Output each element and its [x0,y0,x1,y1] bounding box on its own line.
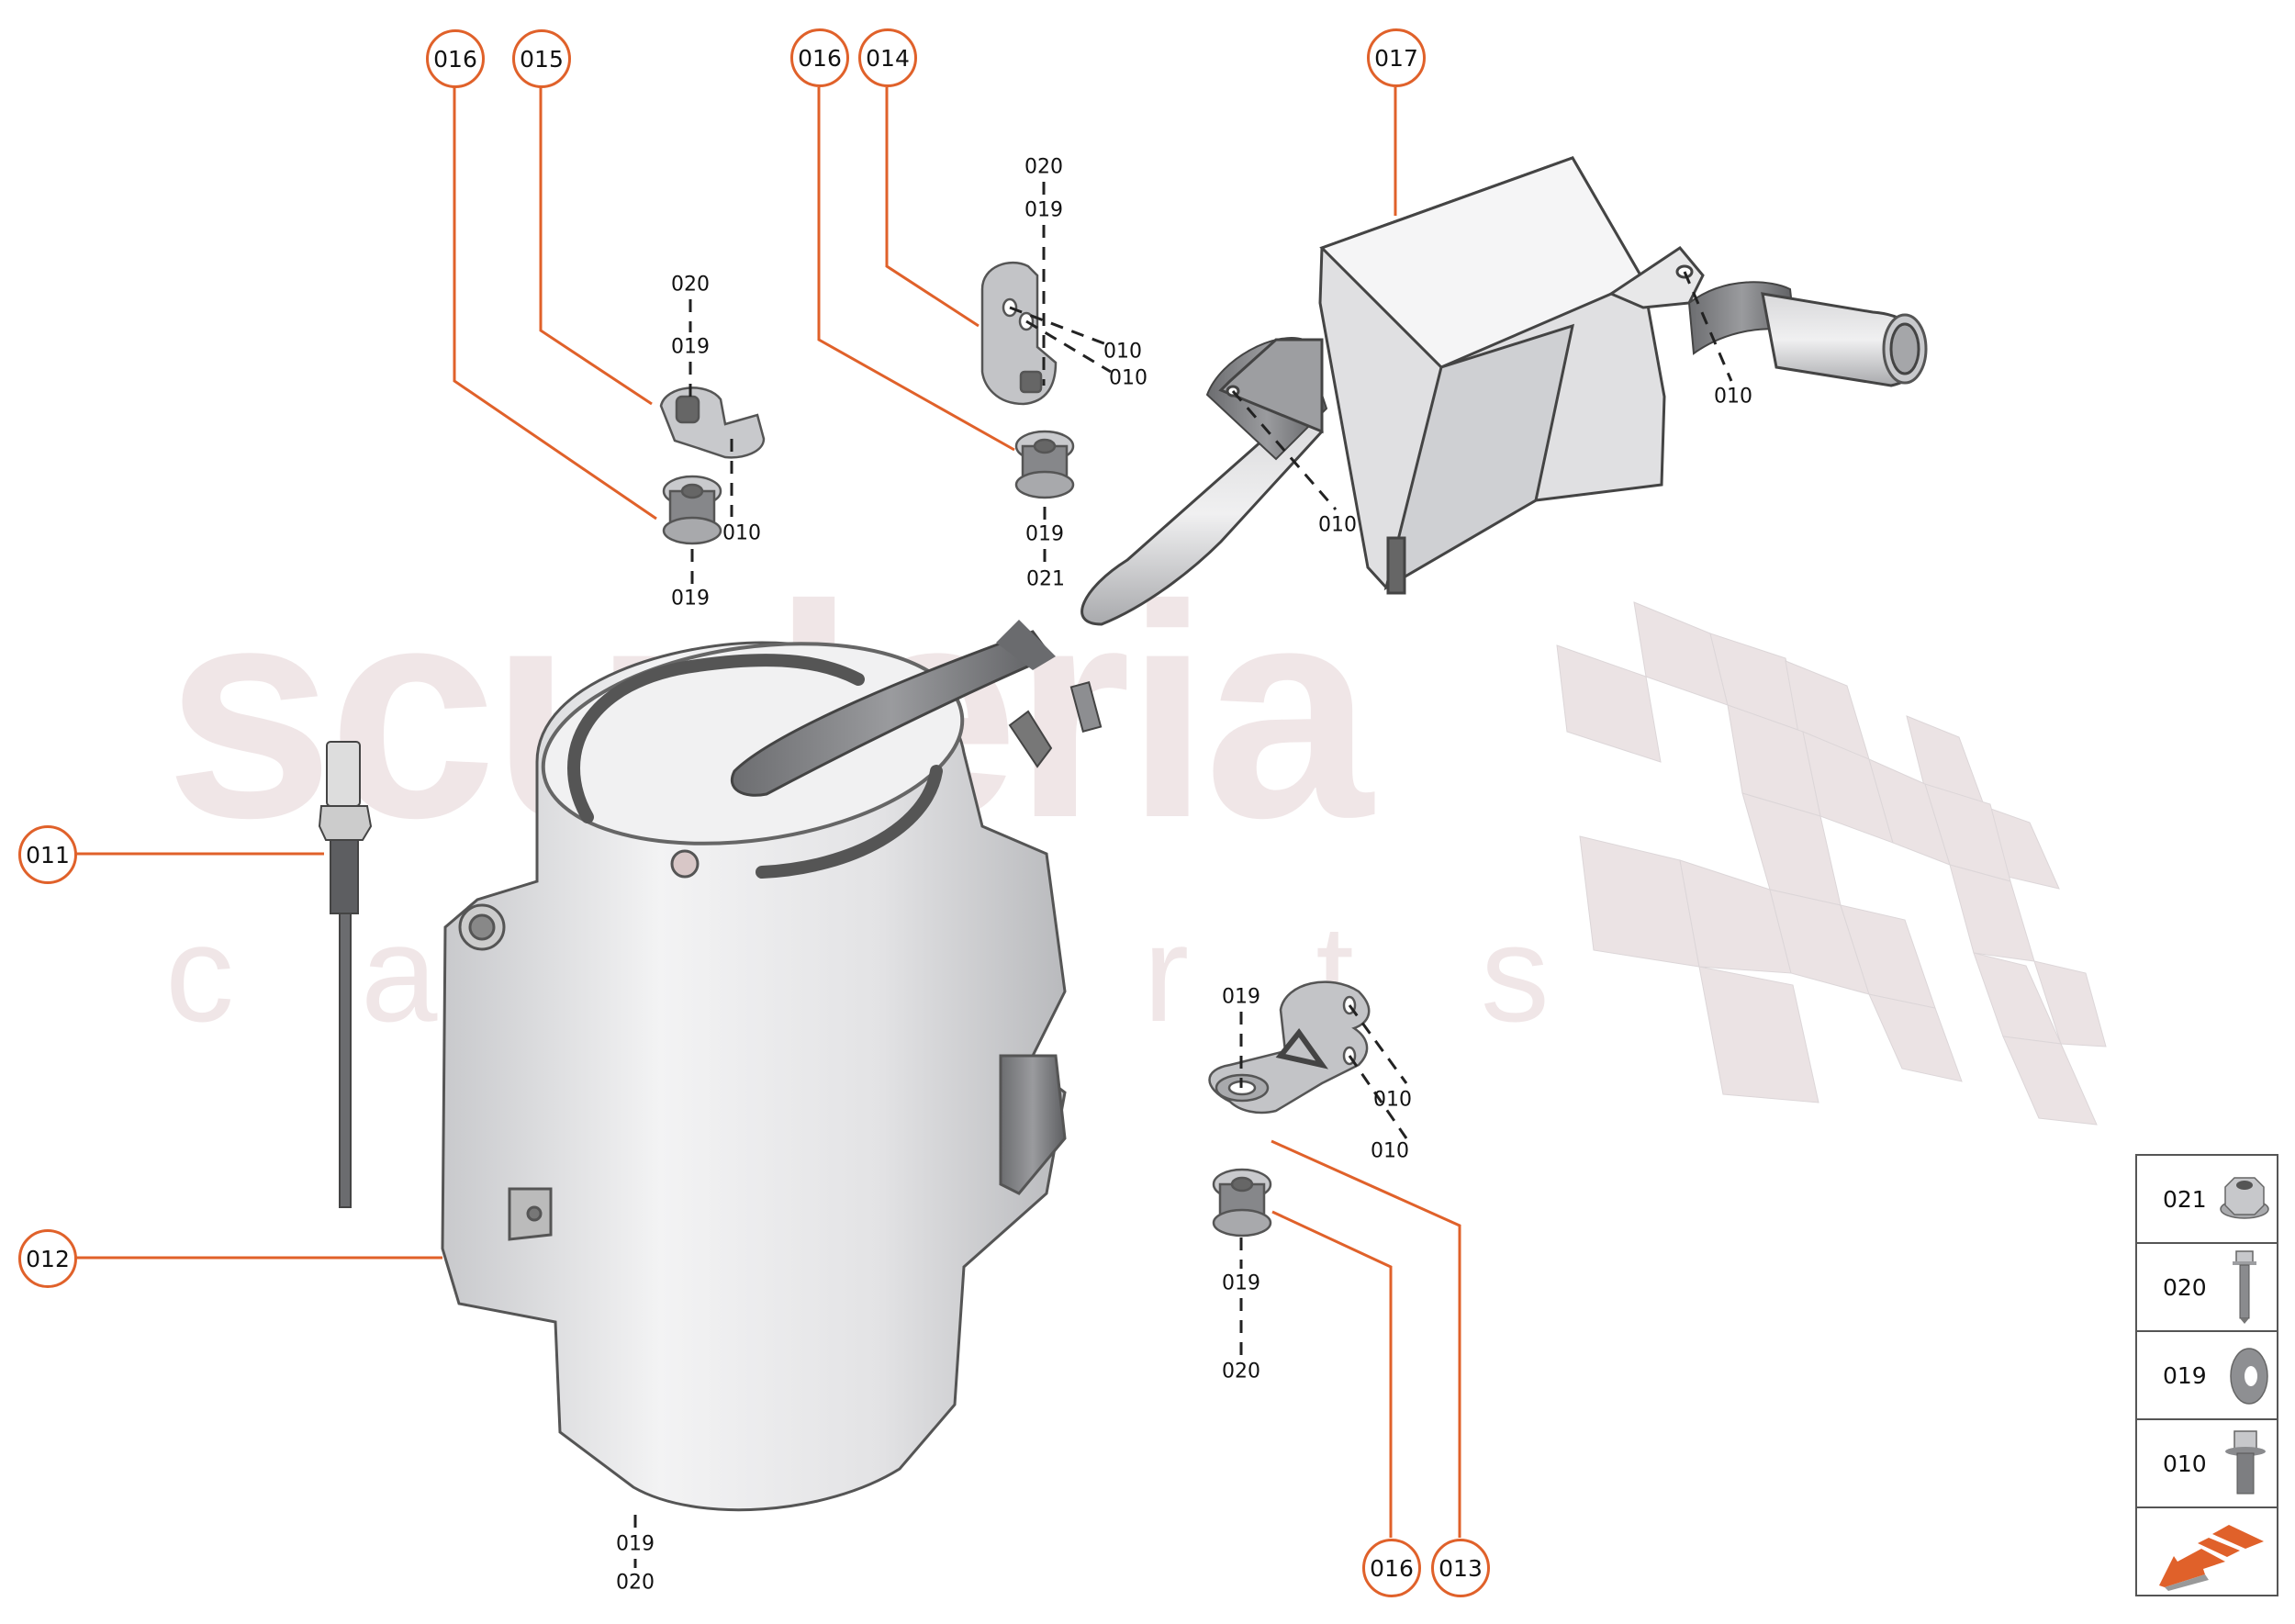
tank-outlet-hose [731,630,1054,797]
next-page-button[interactable] [2137,1508,2277,1595]
part-label[interactable]: 020 [1222,1360,1260,1383]
grommet-016-middle [1014,430,1075,499]
part-label[interactable]: 019 [671,587,710,610]
part-label[interactable]: 020 [1024,155,1063,179]
part-label[interactable]: 019 [1222,1271,1260,1295]
bracket-014 [980,261,1058,406]
level-sensor [318,741,373,1208]
legend-number: 010 [2163,1450,2207,1477]
part-label[interactable]: 019 [671,335,710,359]
part-label[interactable]: 020 [671,273,710,297]
part-label[interactable]: 010 [722,521,761,545]
legend-number: 020 [2163,1273,2207,1301]
callout-015[interactable]: 015 [512,29,571,88]
part-label[interactable]: 010 [1103,340,1142,364]
long-bolt-icon [2233,1250,2256,1324]
callout-017[interactable]: 017 [1367,28,1426,87]
callout-leader-lines [76,87,1461,1538]
flange-bolt-icon [2225,1430,2266,1495]
assembly-dashed-lines [633,182,1733,1568]
grommet-016-lower [1212,1168,1272,1238]
legend-row-010[interactable]: 010 [2137,1420,2277,1508]
part-label[interactable]: 019 [1025,522,1064,546]
part-label[interactable]: 019 [1024,198,1063,222]
part-label[interactable]: 010 [1714,385,1752,409]
oil-tank [441,641,1067,1512]
expansion-reservoir-017 [1080,156,1928,626]
part-label[interactable]: 010 [1371,1139,1409,1163]
callout-016[interactable]: 016 [790,28,849,87]
callout-016[interactable]: 016 [1362,1539,1421,1597]
fastener-legend: 021 020 019 010 [2135,1154,2278,1596]
callout-016[interactable]: 016 [426,29,485,88]
callout-013[interactable]: 013 [1431,1539,1490,1597]
flange-nut-icon [2220,1177,2269,1219]
legend-number: 019 [2163,1361,2207,1389]
part-label[interactable]: 019 [1222,985,1260,1009]
legend-row-020[interactable]: 020 [2137,1244,2277,1332]
washer-icon [2230,1348,2268,1405]
callout-012[interactable]: 012 [18,1229,77,1288]
callout-014[interactable]: 014 [858,28,917,87]
legend-row-021[interactable]: 021 [2137,1156,2277,1244]
bracket-015 [659,386,766,459]
part-label[interactable]: 010 [1318,513,1357,537]
next-page-arrow-icon [2159,1525,2264,1591]
callout-011[interactable]: 011 [18,825,77,884]
legend-number: 021 [2163,1185,2207,1213]
part-label[interactable]: 021 [1026,567,1065,591]
grommet-016-left [662,475,722,545]
part-label[interactable]: 010 [1373,1088,1412,1112]
part-label[interactable]: 010 [1109,366,1148,390]
part-label[interactable]: 020 [616,1571,655,1595]
legend-row-019[interactable]: 019 [2137,1332,2277,1420]
part-label[interactable]: 019 [616,1532,655,1556]
